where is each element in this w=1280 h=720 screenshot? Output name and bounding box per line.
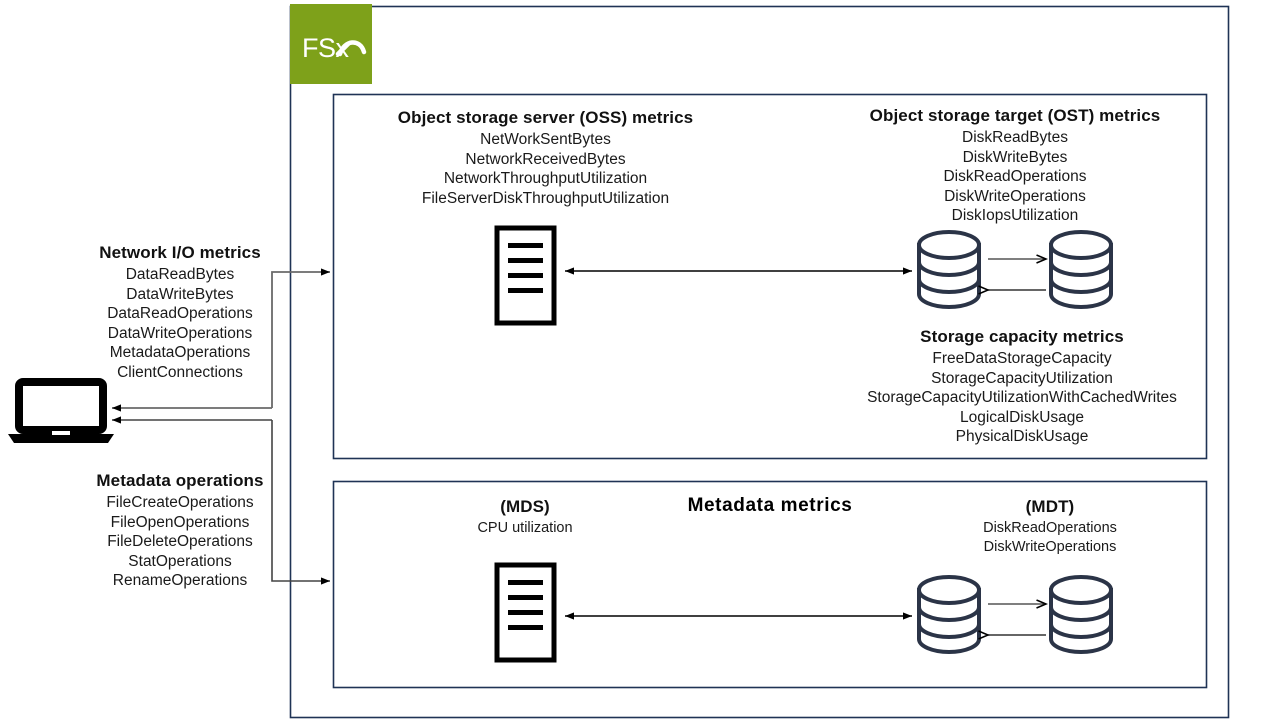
oss-metric-item: NetworkThroughputUtilization [443,170,648,187]
outer-frame [289,5,1230,719]
database-cylinder-icon-mdt-primary [917,575,981,654]
connector-mdt-replication-bottom [988,604,1046,635]
network-io-metric-item: DataReadOperations [107,305,253,322]
network-io-metric-item: ClientConnections [117,363,243,381]
mds-metric-item: CPU utilization [477,520,573,536]
connector-network-io-to-storage [271,268,330,408]
metadata-panel-box [332,480,1208,689]
ost-metrics-group: Object storage target (OST) metrics Disk… [845,106,1185,226]
network-io-metric-item: DataWriteBytes [126,285,234,303]
storage-panel-box [332,93,1208,460]
mdt-title: (MDT) [1025,497,1075,516]
mdt-metric-item: DiskReadOperations [983,520,1117,536]
network-io-metrics-group: Network I/O metrics DataReadBytes DataWr… [70,243,290,382]
database-cylinder-icon-mdt-secondary [1049,575,1113,654]
metadata-operation-item: FileCreateOperations [106,494,254,511]
metadata-operations-group: Metadata operations FileCreateOperations… [70,471,290,591]
network-io-metric-item: MetadataOperations [109,344,251,361]
ost-metric-item: DiskWriteBytes [962,148,1068,166]
metadata-operation-item: StatOperations [128,552,232,570]
metadata-operation-item: RenameOperations [112,572,248,589]
laptop-icon [8,378,114,443]
ost-metric-item: DiskReadBytes [962,129,1068,146]
metadata-metrics-title: Metadata metrics [687,495,853,516]
fsx-logo-mark: FSx [302,33,367,63]
storage-capacity-metric-item: StorageCapacityUtilization [931,369,1113,387]
storage-capacity-metrics-title: Storage capacity metrics [920,327,1124,346]
storage-capacity-metric-item: PhysicalDiskUsage [955,428,1089,445]
mdt-metric-item: DiskWriteOperations [983,539,1117,555]
oss-metric-item: FileServerDiskThroughputUtilization [421,189,670,207]
server-icon-oss [494,225,557,326]
ost-metric-item: DiskIopsUtilization [951,207,1079,224]
network-io-metric-item: DataWriteOperations [107,324,253,342]
fsx-logo: FSx [290,4,372,84]
database-cylinder-icon-ost-primary [917,230,981,309]
oss-metrics-title: Object storage server (OSS) metrics [397,108,694,127]
oss-metrics-group: Object storage server (OSS) metrics NetW… [353,108,738,208]
network-io-metric-item: DataReadBytes [125,266,235,283]
storage-capacity-metric-item: FreeDataStorageCapacity [932,350,1112,367]
metadata-operation-item: FileOpenOperations [110,513,250,531]
ost-metric-item: DiskWriteOperations [944,187,1086,205]
connector-metadata-ops-to-metadata-panel [271,420,330,585]
server-icon-mds [494,562,557,663]
metadata-operations-title: Metadata operations [96,471,264,490]
mdt-group: (MDT) DiskReadOperations DiskWriteOperat… [925,497,1175,557]
network-io-metrics-title: Network I/O metrics [99,243,261,262]
storage-capacity-metrics-group: Storage capacity metrics FreeDataStorage… [842,327,1202,447]
connector-ost-replication-top [988,259,1046,290]
oss-metric-item: NetWorkSentBytes [480,131,611,148]
oss-metric-item: NetworkReceivedBytes [465,150,626,168]
database-cylinder-icon-ost-secondary [1049,230,1113,309]
ost-metric-item: DiskReadOperations [943,168,1087,185]
mds-title: (MDS) [500,497,550,516]
metadata-operation-item: FileDeleteOperations [107,533,253,550]
ost-metrics-title: Object storage target (OST) metrics [869,106,1161,125]
storage-capacity-metric-item: LogicalDiskUsage [959,408,1085,426]
storage-capacity-metric-item: StorageCapacityUtilizationWithCachedWrit… [867,389,1177,406]
mds-group: (MDS) CPU utilization [435,497,615,538]
